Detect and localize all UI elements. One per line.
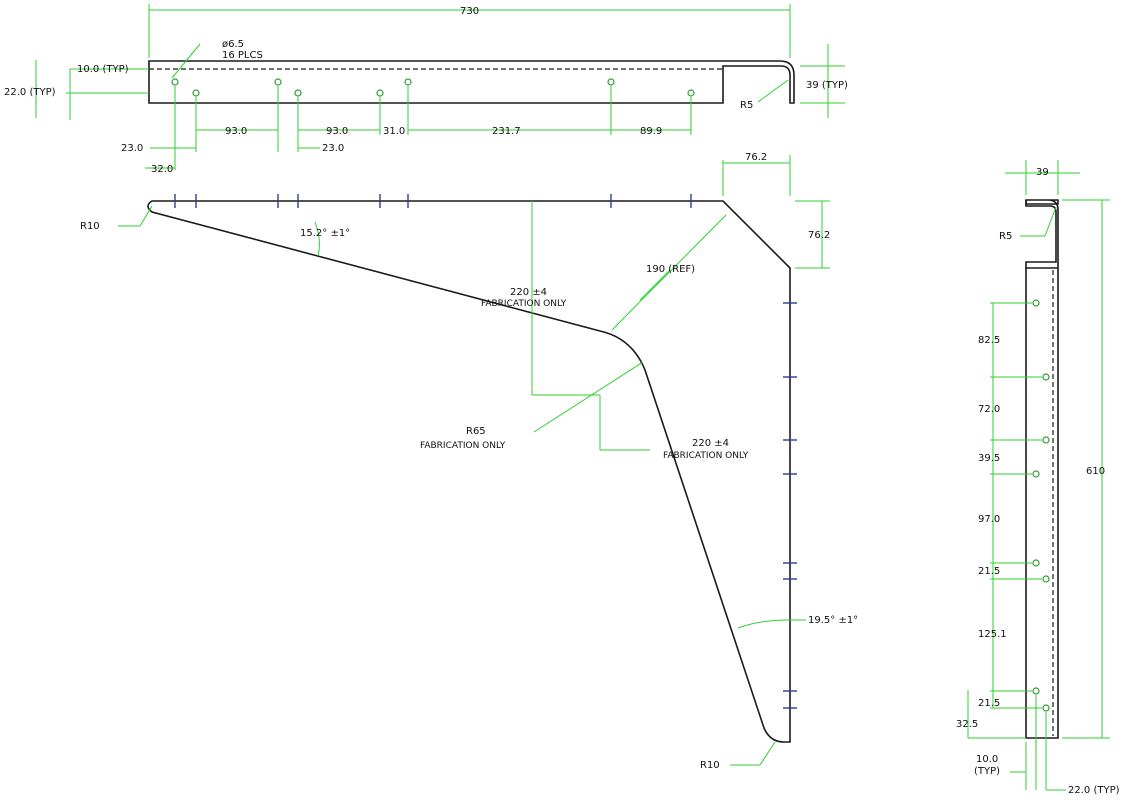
side-width-label: 39 — [1036, 167, 1049, 178]
dim-93-a: 93.0 — [225, 126, 247, 137]
hole — [376, 89, 384, 97]
side-view-dimensions — [967, 160, 1110, 791]
radius-r10-bottom-label: R10 — [700, 760, 720, 771]
top-view-dimensions — [35, 4, 845, 170]
dim-23-left: 23.0 — [121, 143, 143, 154]
top-view-holes — [171, 78, 695, 97]
dim-89-9: 89.9 — [640, 126, 662, 137]
front-view-hole-ticks — [174, 194, 797, 709]
hole — [1042, 373, 1050, 381]
dim-32: 32.0 — [151, 164, 173, 175]
side-dim-22-0: 22.0 (TYP) — [1068, 785, 1120, 796]
side-dim-32-5: 32.5 — [956, 719, 978, 730]
side-dim-10-0: 10.0 — [976, 754, 998, 765]
hole — [1032, 470, 1040, 478]
bracket-outline — [147, 200, 791, 743]
front-view: 76.2 76.2 R10 15.2° ±1° 220 ±4 FABRICATI… — [80, 152, 858, 771]
front-view-dimensions — [118, 155, 830, 766]
fabrication-only-r65: FABRICATION ONLY — [420, 441, 506, 451]
hole-diameter-label: ø6.5 — [222, 39, 244, 50]
side-view-outline — [1025, 199, 1059, 739]
radius-r10-top-label: R10 — [80, 221, 100, 232]
radius-r65-label: R65 — [466, 426, 486, 437]
dim-93-b: 93.0 — [326, 126, 348, 137]
top-view-labels: 730 ø6.5 16 PLCS 10.0 (TYP) 22.0 (TYP) 3… — [4, 6, 848, 175]
hole-count-label: 16 PLCS — [222, 50, 263, 61]
side-dim-typ: (TYP) — [974, 766, 1000, 777]
hole — [1042, 436, 1050, 444]
hole — [1032, 687, 1040, 695]
top-view: 730 ø6.5 16 PLCS 10.0 (TYP) 22.0 (TYP) 3… — [4, 4, 848, 175]
side-dim-21-5-b: 21.5 — [978, 698, 1000, 709]
hole — [1032, 299, 1040, 307]
dim-top-offset-b: 22.0 (TYP) — [4, 87, 56, 98]
side-length-label: 610 — [1086, 466, 1105, 477]
hole — [687, 89, 695, 97]
hole — [607, 78, 615, 86]
dim-190-ref: 190 (REF) — [646, 264, 695, 275]
dim-23-mid: 23.0 — [322, 143, 344, 154]
hole — [294, 89, 302, 97]
side-view-labels: 39 R5 610 82.5 72.0 39.5 97.0 21.5 125.1… — [956, 167, 1120, 796]
hole — [274, 78, 282, 86]
hole — [404, 78, 412, 86]
hole — [1042, 575, 1050, 583]
side-dim-97-0: 97.0 — [978, 514, 1000, 525]
hole — [171, 78, 179, 86]
dim-220-b: 220 ±4 — [692, 438, 729, 449]
top-view-outline — [148, 60, 795, 104]
side-view-holes — [1032, 299, 1050, 712]
radius-top-label: R5 — [740, 100, 753, 111]
angle-top-label: 15.2° ±1° — [300, 228, 350, 239]
hole — [1032, 559, 1040, 567]
dim-top-offset-a: 10.0 (TYP) — [77, 64, 129, 75]
dim-31: 31.0 — [383, 126, 405, 137]
angle-side-label: 19.5° ±1° — [808, 615, 858, 626]
dim-231-7: 231.7 — [492, 126, 521, 137]
fabrication-only-a: FABRICATION ONLY — [481, 299, 567, 309]
hole — [192, 89, 200, 97]
dim-76-2-horizontal: 76.2 — [745, 152, 767, 163]
fabrication-only-b: FABRICATION ONLY — [663, 451, 749, 461]
dim-220-a: 220 ±4 — [510, 287, 547, 298]
side-view: 39 R5 610 82.5 72.0 39.5 97.0 21.5 125.1… — [956, 160, 1120, 796]
side-dim-72-0: 72.0 — [978, 404, 1000, 415]
side-dim-21-5-a: 21.5 — [978, 566, 1000, 577]
side-dim-39-5: 39.5 — [978, 453, 1000, 464]
dim-overall-width: 730 — [460, 6, 479, 17]
side-radius-label: R5 — [999, 231, 1012, 242]
front-view-labels: 76.2 76.2 R10 15.2° ±1° 220 ±4 FABRICATI… — [80, 152, 858, 771]
dim-76-2-vertical: 76.2 — [808, 230, 830, 241]
dim-flange-height: 39 (TYP) — [806, 80, 848, 91]
side-dim-125-1: 125.1 — [978, 629, 1007, 640]
hole — [1042, 704, 1050, 712]
side-dim-82-5: 82.5 — [978, 335, 1000, 346]
